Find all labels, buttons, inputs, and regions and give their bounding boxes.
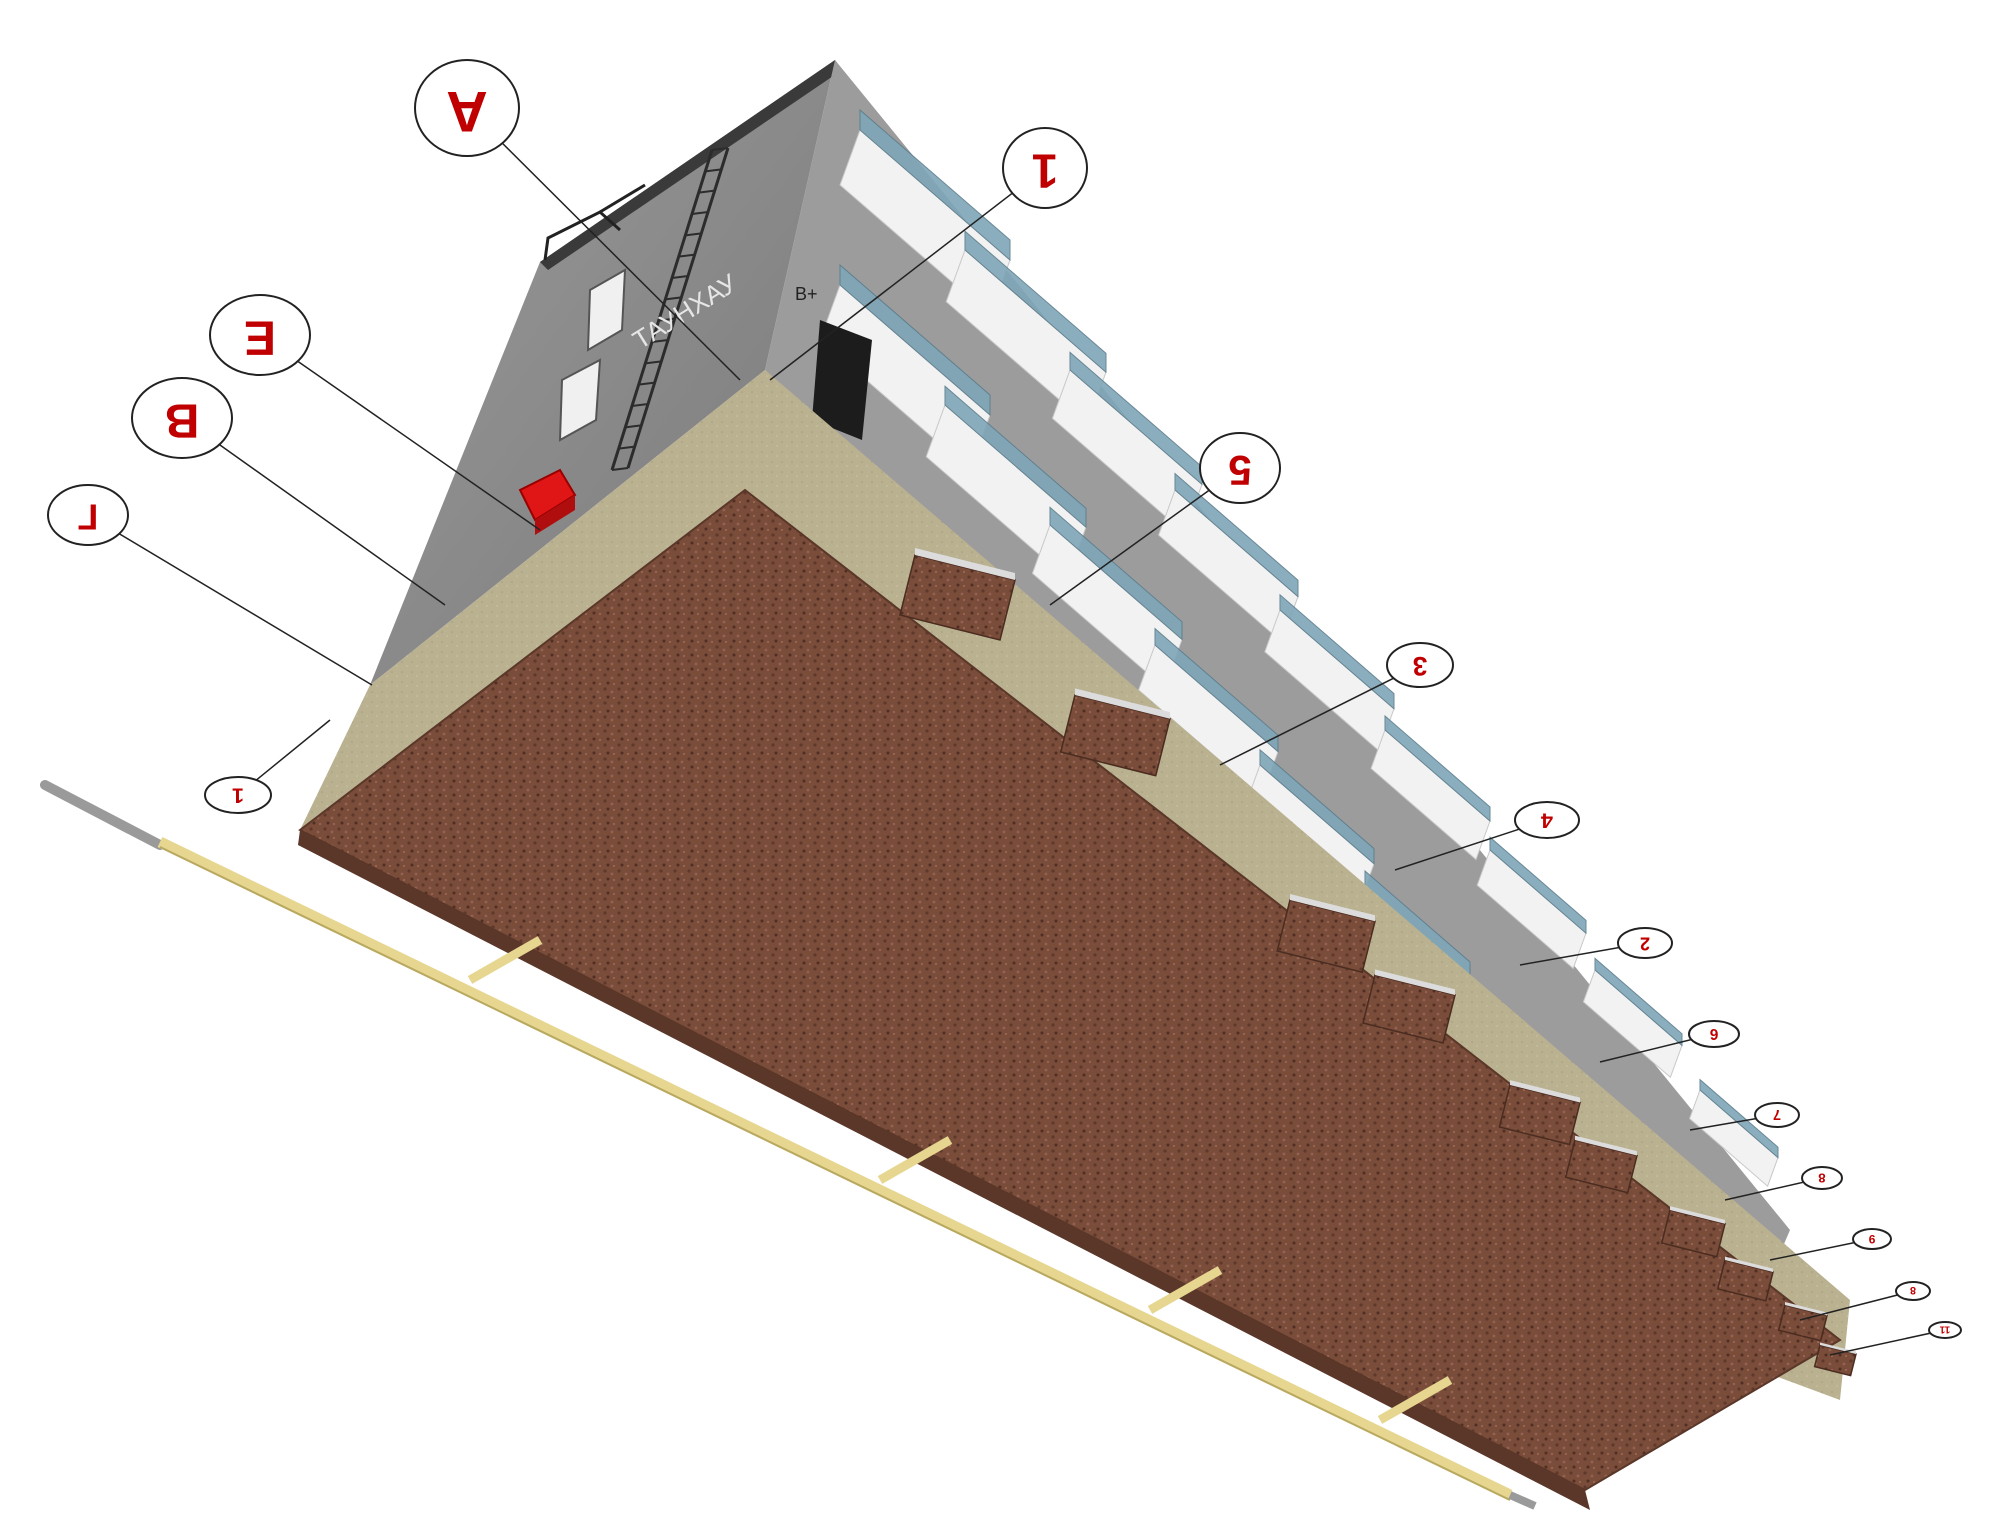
- entrance-door: B+: [795, 284, 872, 440]
- building-long-facade: [765, 60, 1790, 1343]
- ladder-rung: [618, 445, 635, 450]
- axis-label-bubble: 7: [1754, 1102, 1800, 1128]
- ladder-rung: [691, 211, 709, 215]
- beam-rung: [1377, 1376, 1453, 1424]
- axis-label-bubble: 6: [1688, 1020, 1740, 1048]
- ladder-rung: [651, 339, 669, 343]
- axis-label-bubble: 8: [1895, 1281, 1931, 1301]
- axis-label-text: 1: [1032, 143, 1059, 196]
- axis-label-text: 5: [1228, 447, 1251, 494]
- fire-ladder: [610, 147, 730, 471]
- leader-line: [87, 514, 373, 686]
- footing-pad: [1564, 1135, 1638, 1194]
- leader-line: [259, 334, 541, 531]
- axis-label-bubble: A: [414, 59, 520, 157]
- leader-line: [769, 167, 1046, 381]
- leader-line: [1799, 1290, 1914, 1321]
- balcony-rows: [819, 108, 1779, 1343]
- axis-label-bubble: 9: [1852, 1228, 1892, 1250]
- balcony: [1158, 472, 1299, 643]
- footing-pad: [899, 548, 1016, 641]
- axis-label-text: 4: [1541, 808, 1553, 833]
- balcony: [1689, 1078, 1779, 1188]
- beam-rung: [1147, 1266, 1223, 1314]
- axis-label-text: 9: [1868, 1232, 1875, 1246]
- footing-pad: [1716, 1256, 1774, 1302]
- leader-line: [1829, 1329, 1946, 1356]
- axis-label-text: 7: [1773, 1106, 1781, 1122]
- axis-label-bubble: 4: [1514, 801, 1580, 839]
- ladder-rung: [665, 296, 682, 301]
- ladder-rung: [705, 168, 722, 173]
- ladder-rung: [638, 381, 655, 386]
- balcony: [1582, 957, 1683, 1079]
- ladder-rung: [678, 253, 695, 258]
- leader-line: [1219, 664, 1421, 766]
- axis-label-bubble: B: [131, 377, 233, 459]
- axis-label-bubble: 2: [1617, 927, 1673, 959]
- ladder-rung: [645, 360, 662, 365]
- axis-label-text: E: [244, 310, 276, 363]
- leader-line: [181, 417, 446, 606]
- ladder-rung: [658, 317, 675, 322]
- balcony: [1476, 836, 1587, 970]
- axis-labels: A 1 5 3 4 2 6 7 8 9 8 11 EB Г 1: [47, 59, 1962, 1339]
- axis-label-bubble: 3: [1386, 642, 1454, 688]
- soil-block: [298, 488, 1842, 1510]
- ladder-rung: [698, 189, 715, 194]
- ladder-rung: [685, 232, 702, 237]
- axis-label-text: 8: [1818, 1171, 1825, 1186]
- ladder-rung: [625, 424, 642, 429]
- ladder-rung: [671, 275, 689, 279]
- axis-label-bubble: 1: [1002, 127, 1088, 209]
- axis-label-text: 2: [1640, 933, 1650, 953]
- ladder-rung: [631, 403, 649, 407]
- door-tag: B+: [795, 284, 818, 304]
- balcony: [1264, 593, 1395, 752]
- axis-label-bubble: 5: [1199, 432, 1281, 504]
- axis-label-bubble: E: [209, 294, 311, 376]
- hydrant-box-icon: [518, 468, 577, 535]
- balcony: [1370, 714, 1491, 861]
- axis-label-text: Г: [78, 496, 98, 537]
- footing-pad: [1276, 894, 1376, 974]
- axis-label-text: B: [165, 393, 200, 446]
- footing-pad: [1498, 1080, 1581, 1146]
- axis-label-text: 1: [232, 783, 244, 808]
- axis-label-text: 6: [1709, 1025, 1718, 1042]
- footing-pad: [1660, 1206, 1726, 1258]
- axis-label-bubble: Г: [47, 484, 129, 546]
- axis-label-bubble: 11: [1928, 1321, 1962, 1339]
- footing-pad: [1362, 969, 1456, 1044]
- callout-leaders: [87, 107, 1946, 1356]
- footing-pad: [1813, 1342, 1857, 1377]
- leader-line: [466, 107, 741, 381]
- beam-rung: [467, 936, 543, 984]
- beam-rung: [877, 1136, 953, 1184]
- axis-label-text: 3: [1413, 651, 1428, 681]
- axis-label-text: 11: [1939, 1323, 1950, 1334]
- footing-pad: [1777, 1302, 1828, 1342]
- ladder-rung: [611, 467, 629, 471]
- axis-label-text: 8: [1910, 1284, 1916, 1296]
- axis-label-text: A: [446, 79, 488, 143]
- footing-pad: [1059, 688, 1171, 777]
- axis-label-bubble: 8: [1801, 1166, 1843, 1190]
- building-gable: [370, 60, 842, 685]
- axis-label-bubble: 1: [204, 776, 272, 814]
- footing-pads: [899, 548, 1857, 1377]
- foundation-beam-frame: [40, 780, 1537, 1510]
- ladder-rung: [711, 147, 729, 151]
